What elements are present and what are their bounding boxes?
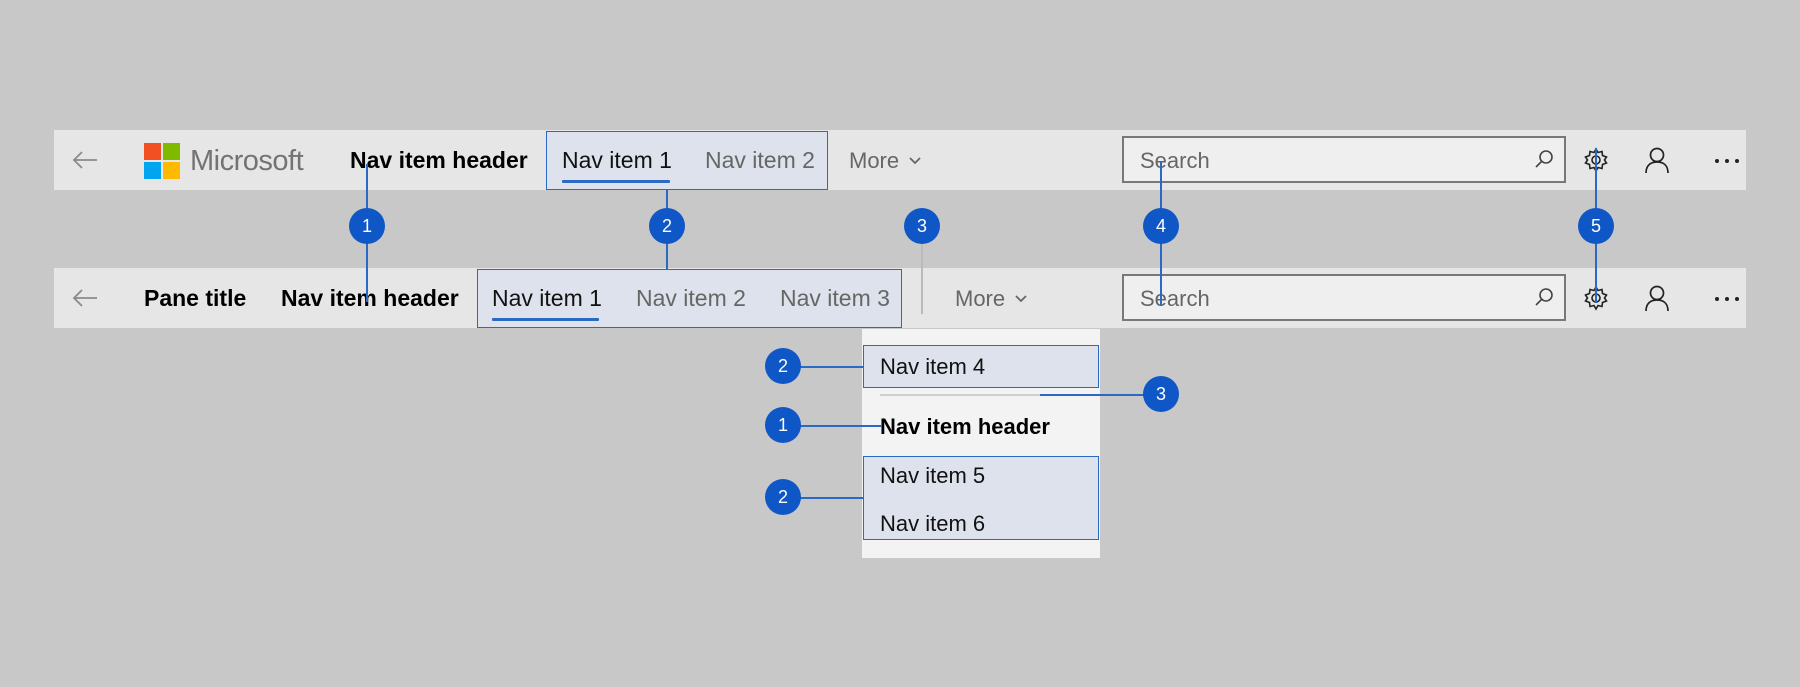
- logo-text: Microsoft: [190, 144, 304, 177]
- search-placeholder: Search: [1140, 286, 1210, 311]
- search-box[interactable]: Search: [1122, 274, 1566, 321]
- callout-badge: 1: [349, 208, 385, 244]
- callout-badge: 2: [765, 348, 801, 384]
- nav-bar-bottom: Pane title Nav item header Nav item 1 Na…: [54, 268, 1746, 328]
- callout-badge: 5: [1578, 208, 1614, 244]
- chevron-down-icon: [909, 157, 921, 165]
- nav-items-group: [477, 269, 902, 328]
- nav-divider: [921, 294, 923, 314]
- back-arrow-icon[interactable]: [72, 150, 98, 170]
- callout-3-line: [921, 226, 923, 296]
- selected-indicator: [562, 180, 670, 183]
- dropdown-separator: [880, 394, 1080, 396]
- microsoft-logo[interactable]: Microsoft: [144, 143, 304, 179]
- nav-item-1[interactable]: Nav item 1: [492, 285, 602, 311]
- ellipsis-icon[interactable]: [1714, 158, 1740, 164]
- callout-badge: 2: [649, 208, 685, 244]
- overflow-dropdown: Nav item 4 Nav item header Nav item 5 Na…: [862, 329, 1100, 558]
- search-icon[interactable]: [1534, 149, 1554, 169]
- nav-item-1[interactable]: Nav item 1: [562, 147, 672, 173]
- dropdown-item-group-bottom: [863, 456, 1099, 540]
- callout-badge: 3: [1143, 376, 1179, 412]
- callout-dd-3-line: [1040, 394, 1162, 396]
- callout-dd-2-bottom-line: [782, 497, 864, 499]
- callout-dd-1-line: [782, 425, 882, 427]
- callout-badge: 1: [765, 407, 801, 443]
- more-label: More: [955, 286, 1006, 311]
- callout-badge: 2: [765, 479, 801, 515]
- nav-item-header: Nav item header: [350, 147, 528, 173]
- nav-bar-top: Microsoft Nav item header Nav item 1 Nav…: [54, 130, 1746, 190]
- nav-item-5[interactable]: Nav item 5: [880, 463, 986, 488]
- windows-logo-icon: [144, 143, 180, 179]
- nav-item-2[interactable]: Nav item 2: [705, 147, 815, 173]
- nav-item-3[interactable]: Nav item 3: [780, 285, 890, 311]
- search-placeholder: Search: [1140, 148, 1210, 173]
- nav-item-2[interactable]: Nav item 2: [636, 285, 746, 311]
- more-button[interactable]: More: [849, 148, 921, 174]
- search-box[interactable]: Search: [1122, 136, 1566, 183]
- pane-title: Pane title: [144, 285, 247, 311]
- nav-item-6[interactable]: Nav item 6: [880, 511, 986, 536]
- person-icon[interactable]: [1644, 146, 1670, 174]
- more-button[interactable]: More: [955, 286, 1027, 312]
- more-label: More: [849, 148, 900, 173]
- callout-badge: 3: [904, 208, 940, 244]
- dropdown-nav-item-header: Nav item header: [880, 414, 1050, 439]
- ellipsis-icon[interactable]: [1714, 296, 1740, 302]
- nav-item-header: Nav item header: [281, 285, 459, 311]
- nav-item-4[interactable]: Nav item 4: [880, 354, 986, 379]
- callout-dd-2-top-line: [782, 366, 864, 368]
- person-icon[interactable]: [1644, 284, 1670, 312]
- back-arrow-icon[interactable]: [72, 288, 98, 308]
- callout-badge: 4: [1143, 208, 1179, 244]
- search-icon[interactable]: [1534, 287, 1554, 307]
- selected-indicator: [492, 318, 599, 321]
- chevron-down-icon: [1015, 295, 1027, 303]
